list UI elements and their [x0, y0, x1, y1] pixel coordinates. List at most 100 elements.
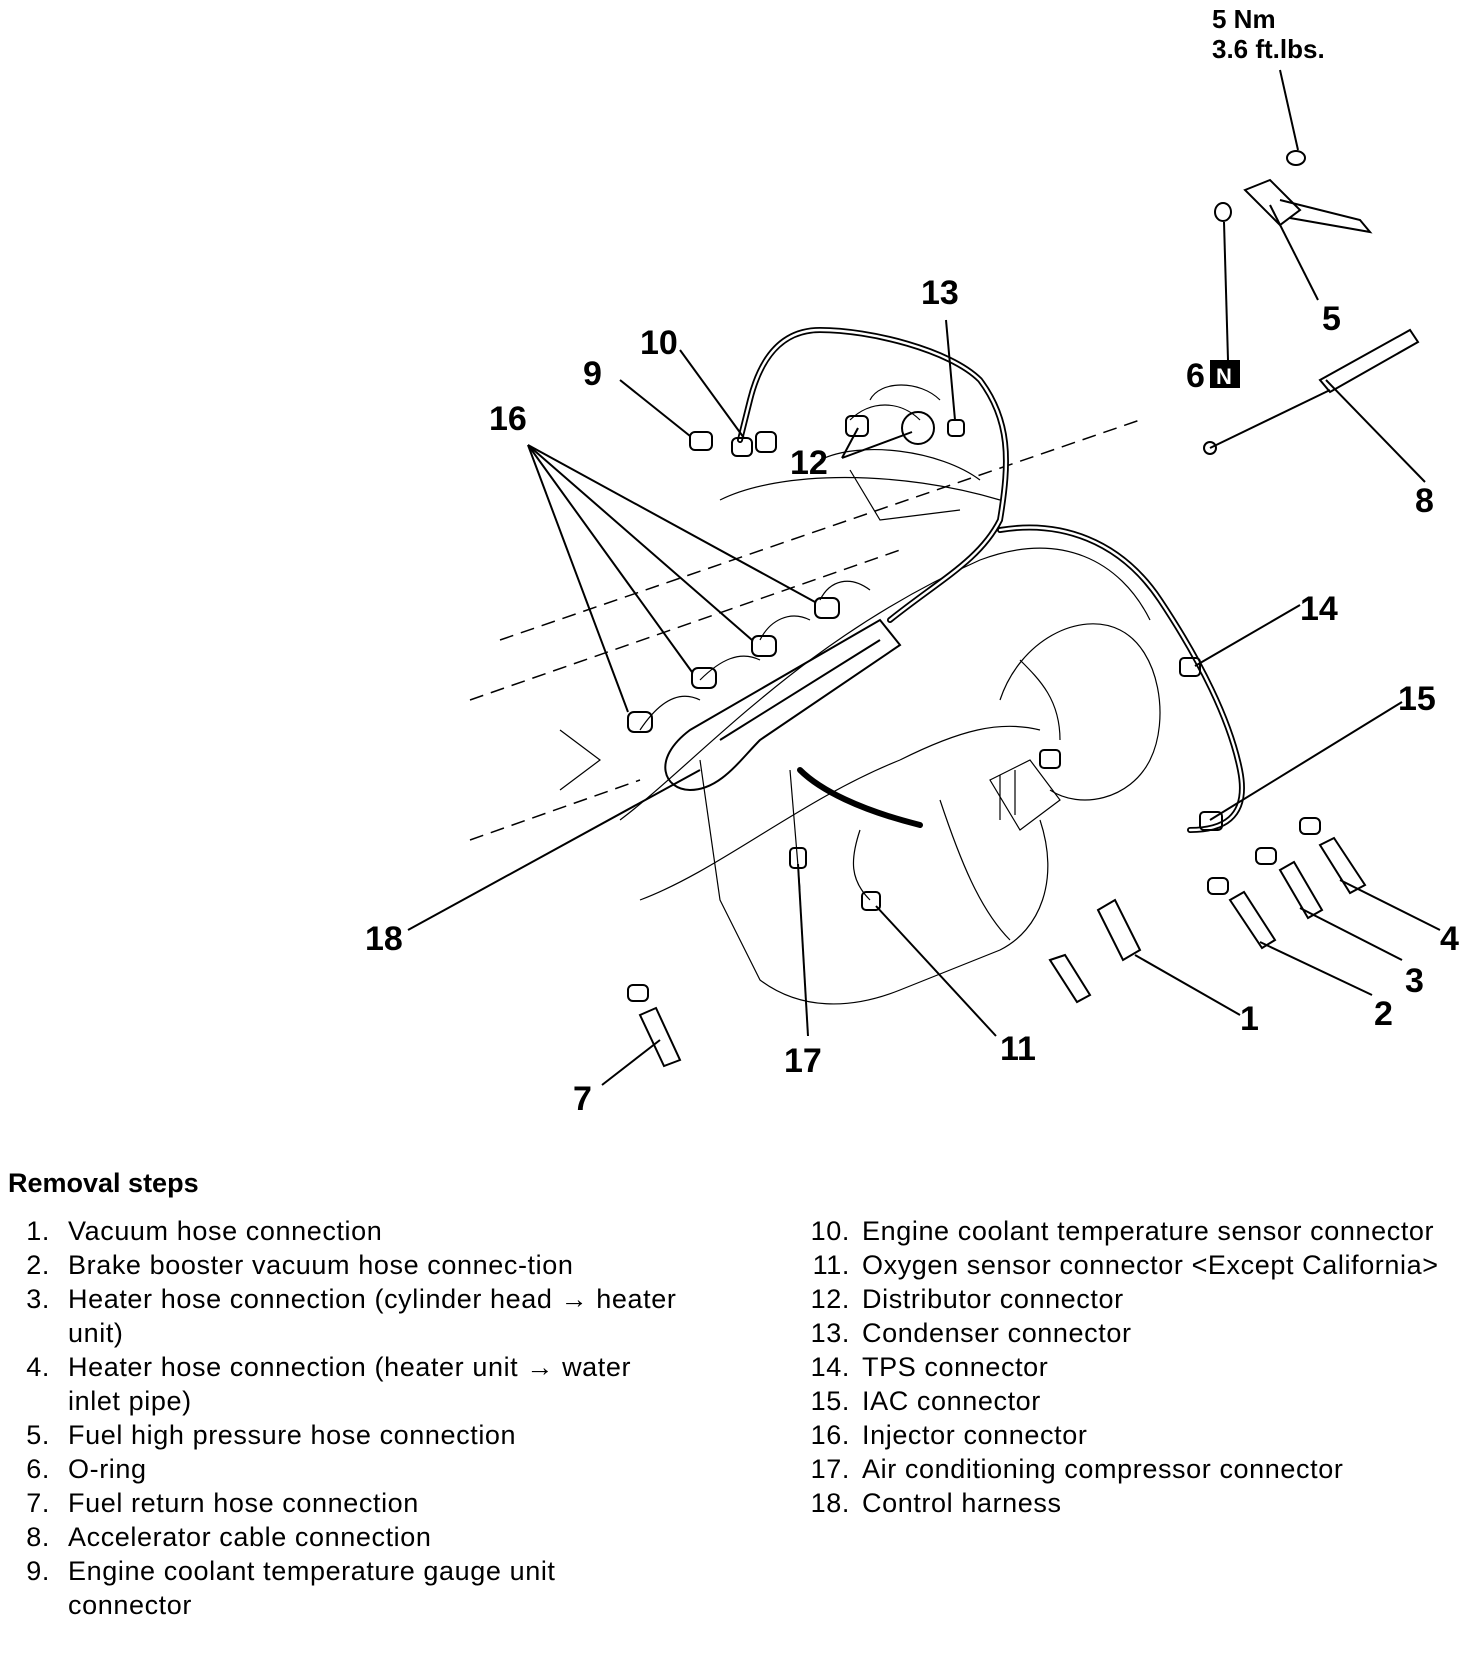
legend-item-number: 18. — [810, 1488, 850, 1518]
callout-6: 6 — [1186, 357, 1205, 395]
hose-ends — [627, 817, 1367, 1068]
legend-item-number: 3. — [26, 1284, 50, 1314]
legend-item: 1.Vacuum hose connection — [6, 1214, 678, 1248]
tps-connector — [1179, 657, 1201, 677]
callout-16: 16 — [489, 400, 527, 438]
callout-18: 18 — [365, 920, 403, 958]
callout-1: 1 — [1240, 1000, 1259, 1038]
coolant-sensor-connector-a — [731, 437, 753, 457]
distributor-connector — [901, 411, 935, 445]
injector-connector-3 — [751, 635, 777, 657]
callout-13: 13 — [921, 274, 959, 312]
legend-item: 2. Brake booster vacuum hose connec-tion — [6, 1248, 678, 1282]
legend-item-number: 5. — [26, 1420, 50, 1450]
legend-item-text: TPS connector — [862, 1352, 1049, 1382]
callout-12: 12 — [790, 444, 828, 482]
callout-17: 17 — [784, 1042, 822, 1080]
legend-item-text: Engine coolant temperature gauge unit co… — [68, 1556, 556, 1620]
callout-15: 15 — [1398, 680, 1436, 718]
legend-item-text: Vacuum hose connection — [68, 1216, 383, 1246]
legend-item: 8. Accelerator cable connection — [6, 1520, 678, 1554]
legend-item-number: 8. — [26, 1522, 50, 1552]
fuel-pressure-hose-assembly — [1214, 150, 1373, 234]
oxygen-sensor-connector — [861, 891, 881, 911]
legend-item: 10. Engine coolant temperature sensor con… — [800, 1214, 1450, 1248]
accelerator-cable — [1203, 328, 1420, 455]
callout-5: 5 — [1322, 300, 1341, 338]
callout-10: 10 — [640, 324, 678, 362]
legend-item: 5. Fuel high pressure hose connection — [6, 1418, 678, 1452]
torque-value: 5 Nm — [1212, 4, 1276, 34]
callout-8: 8 — [1415, 482, 1434, 520]
legend-item-number: 14. — [810, 1352, 850, 1382]
legend-item-text: Accelerator cable connection — [68, 1522, 432, 1552]
legend-item-number: 12. — [810, 1284, 850, 1314]
nonreusable-badge: N — [1210, 360, 1240, 389]
callout-9: 9 — [583, 355, 602, 393]
legend-item-text: Control harness — [862, 1488, 1062, 1518]
legend-item: 6. O-ring — [6, 1452, 678, 1486]
legend-item-text: Heater hose connection (cylinder head → … — [68, 1284, 677, 1348]
legend-item-text: O-ring — [68, 1454, 147, 1484]
legend-item-text: Condenser connector — [862, 1318, 1132, 1348]
legend-item-text: Injector connector — [862, 1420, 1088, 1450]
injector-connector-4 — [814, 597, 840, 619]
legend-list-right: 10. Engine coolant temperature sensor con… — [800, 1214, 1450, 1520]
legend-item-text: Brake booster vacuum hose connec-tion — [68, 1250, 574, 1280]
legend-item: 18. Control harness — [800, 1486, 1450, 1520]
control-harness-wires — [639, 326, 1245, 901]
legend-item-text: Fuel high pressure hose connection — [68, 1420, 517, 1450]
legend-list-left: 1.Vacuum hose connection 2. Brake booster… — [6, 1214, 678, 1622]
callout-14: 14 — [1300, 590, 1338, 628]
legend-item-number: 2. — [26, 1250, 50, 1280]
legend-item-number: 13. — [810, 1318, 850, 1348]
condenser-connector — [947, 419, 965, 437]
legend-item: 13. Condenser connector — [800, 1316, 1450, 1350]
callout-7: 7 — [573, 1080, 592, 1118]
legend-item: 11. Oxygen sensor connector <Except Calif… — [800, 1248, 1450, 1282]
legend-item-number: 11. — [812, 1250, 850, 1280]
legend-item-text: Air conditioning compressor connector — [862, 1454, 1344, 1484]
legend-item: 14. TPS connector — [800, 1350, 1450, 1384]
nonreusable-badge-letter: N — [1216, 364, 1232, 389]
legend-item: 12. Distributor connector — [800, 1282, 1450, 1316]
legend-item-number: 16. — [810, 1420, 850, 1450]
legend-item-text: Engine coolant temperature sensor connec… — [862, 1216, 1435, 1246]
callouts: 5 Nm 3.6 ft.lbs. 5 6 N 8 13 10 9 16 12 1… — [365, 4, 1459, 1118]
legend-item-number: 6. — [26, 1454, 50, 1484]
legend-item-text: IAC connector — [862, 1386, 1041, 1416]
iac-connector — [1039, 749, 1061, 769]
callout-4: 4 — [1440, 920, 1459, 958]
legend-item-number: 9. — [26, 1556, 50, 1586]
callout-2: 2 — [1374, 995, 1393, 1033]
leader-lines — [407, 69, 1441, 1086]
legend-item-number: 17. — [810, 1454, 850, 1484]
harness-tray — [664, 618, 902, 792]
connectors — [627, 411, 1223, 911]
legend-item-text: Fuel return hose connection — [68, 1488, 419, 1518]
callout-11: 11 — [1000, 1030, 1036, 1068]
legend-item: 4.Heater hose connection (heater unit → … — [6, 1350, 678, 1418]
torque-value-ftlbs: 3.6 ft.lbs. — [1212, 34, 1325, 64]
legend-item-number: 15. — [810, 1386, 850, 1416]
legend-item: 16. Injector connector — [800, 1418, 1450, 1452]
legend-item-number: 7. — [26, 1488, 50, 1518]
legend-item: 3. Heater hose connection (cylinder head … — [6, 1282, 678, 1350]
distributor-plug — [845, 415, 869, 437]
legend-item: 7. Fuel return hose connection — [6, 1486, 678, 1520]
legend-item: 9. Engine coolant temperature gauge unit … — [6, 1554, 678, 1622]
legend-title: Removal steps — [8, 1168, 199, 1198]
legend-item-number: 10. — [810, 1216, 850, 1246]
legend-item-number: 4. — [26, 1352, 50, 1382]
callout-3: 3 — [1405, 962, 1424, 1000]
coolant-gauge-connector — [689, 431, 713, 451]
legend-item-text: Oxygen sensor connector <Except Californ… — [862, 1250, 1439, 1280]
legend-item: 17. Air conditioning compressor connector — [800, 1452, 1450, 1486]
coolant-sensor-connector-b — [755, 431, 777, 453]
injector-connector-2 — [691, 667, 717, 689]
engine-harness-diagram: 5 Nm 3.6 ft.lbs. 5 6 N 8 13 10 9 16 12 1… — [365, 4, 1459, 1118]
engine-body-sketch — [469, 419, 1161, 1005]
legend-item-text: Distributor connector — [862, 1284, 1124, 1314]
legend-item: 15. IAC connector — [800, 1384, 1450, 1418]
injector-connector-1 — [627, 711, 653, 733]
